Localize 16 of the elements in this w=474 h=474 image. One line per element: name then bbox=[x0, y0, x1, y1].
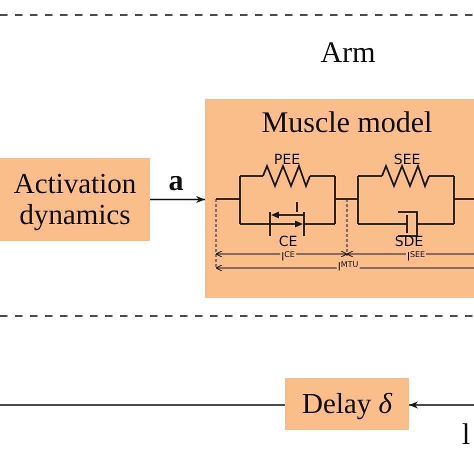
dimension-label: l$^{CE}$ bbox=[280, 250, 296, 264]
process-box: Delay δ bbox=[285, 378, 409, 430]
band-title: Arm bbox=[320, 36, 376, 70]
part-label: SEE bbox=[394, 153, 420, 167]
part-label: CE bbox=[278, 235, 298, 249]
arrow bbox=[150, 196, 205, 204]
part-label: PEE bbox=[274, 153, 300, 167]
model-panel bbox=[205, 99, 474, 298]
dashed-band bbox=[0, 14, 474, 317]
part-label: SDE bbox=[394, 235, 424, 249]
dimension-label: l$^{MTU}$ bbox=[336, 260, 360, 274]
process-box: Activation dynamics bbox=[0, 158, 150, 241]
panel-title: Muscle model bbox=[262, 106, 432, 140]
connector-line bbox=[0, 404, 285, 406]
dimension-label: l$^{SEE}$ bbox=[406, 250, 426, 264]
arrow bbox=[409, 401, 474, 409]
